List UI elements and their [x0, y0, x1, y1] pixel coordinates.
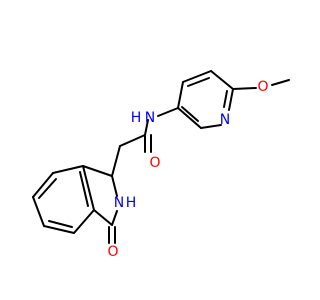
bond	[111, 210, 118, 226]
double-bond-inner	[181, 106, 199, 122]
bond	[200, 124, 222, 129]
hydrogen-atom: H	[126, 195, 137, 211]
bond	[32, 172, 54, 198]
carbonyl-oxygen-label: O	[149, 155, 160, 171]
double-bond-inner	[48, 220, 73, 228]
double-bond-inner	[79, 171, 89, 207]
bond	[177, 107, 202, 129]
bond	[111, 145, 121, 177]
lactam-oxygen-label: O	[107, 244, 118, 260]
double-bond-inner	[223, 90, 228, 108]
methoxy-oxygen-label: O	[257, 79, 268, 95]
bond	[52, 165, 84, 174]
bond	[271, 79, 290, 86]
bond	[73, 209, 95, 234]
bond	[93, 209, 113, 226]
bond	[177, 81, 184, 109]
bond	[111, 175, 118, 197]
bond	[157, 107, 179, 117]
molecule-canvas: N H O N H O N O	[32, 70, 290, 260]
bond	[144, 119, 149, 136]
lactam-ring	[82, 165, 118, 244]
acetamide-linker	[111, 107, 179, 177]
bond	[119, 134, 146, 147]
bond	[43, 225, 75, 234]
hydrogen-atom: H	[131, 110, 142, 126]
bond	[232, 87, 257, 90]
bond	[210, 70, 234, 90]
lactam-nitrogen-label: N H	[114, 195, 137, 211]
bond	[182, 70, 212, 83]
pyridine-ring	[177, 70, 290, 129]
benzene-ring	[32, 165, 95, 234]
bond	[32, 196, 45, 227]
double-bond-inner	[38, 178, 57, 199]
double-bond-inner	[187, 77, 210, 87]
structure-drawing: N H O N H O N O	[32, 70, 290, 260]
bond	[82, 165, 95, 211]
bond	[228, 88, 234, 111]
nitrogen-atom: N	[145, 110, 155, 126]
nitrogen-atom: N	[114, 195, 124, 211]
amide-nitrogen-label: N H	[131, 110, 156, 126]
bond	[82, 165, 113, 177]
pyridine-nitrogen-label: N	[220, 112, 230, 128]
